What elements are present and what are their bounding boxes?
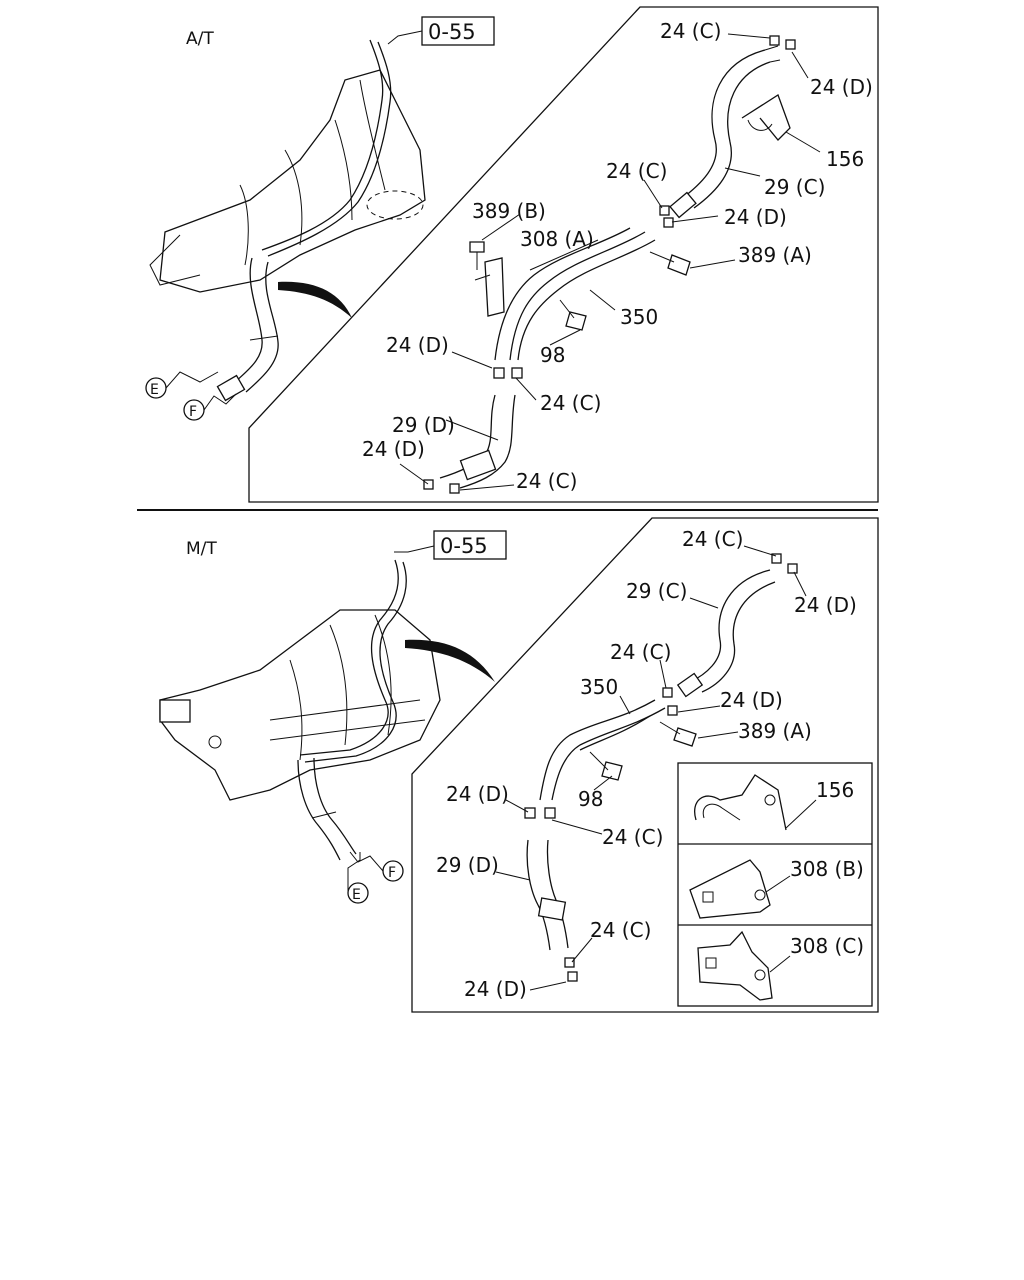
at-circle-e[interactable]: E: [145, 377, 167, 399]
mt-callout-leaders: [495, 545, 817, 991]
mt-circle-e[interactable]: E: [347, 882, 369, 904]
at-callout-leaders: [399, 33, 821, 491]
mt-callout-24d-mid: 24 (D): [720, 688, 783, 712]
at-circle-f[interactable]: F: [183, 399, 205, 421]
at-section: A/T 0-55: [145, 6, 879, 503]
mt-reference-label: 0-55: [440, 534, 488, 558]
mt-inset-frame: [411, 517, 879, 1013]
at-ref-leader: [387, 30, 423, 45]
at-hose-illustration: [216, 257, 279, 402]
at-callout-24d-top: 24 (D): [810, 75, 873, 99]
mt-callout-156: 156: [816, 778, 854, 802]
mt-callout-24c-mid: 24 (C): [610, 640, 671, 664]
mt-leader-e: [347, 852, 361, 893]
svg-text:E: E: [352, 887, 361, 903]
svg-text:F: F: [388, 865, 396, 881]
svg-text:F: F: [189, 404, 197, 420]
mt-callout-98: 98: [578, 787, 603, 811]
at-reference-label: 0-55: [428, 20, 476, 44]
at-transmission-illustration: [149, 39, 426, 293]
at-callout-24c-mid: 24 (C): [606, 159, 667, 183]
mt-zoom-arrow: [405, 639, 495, 682]
at-callout-24d-bot: 24 (D): [362, 437, 425, 461]
at-leader-f: [203, 393, 237, 411]
at-callout-24d-low: 24 (D): [386, 333, 449, 357]
mt-ref-leader: [394, 545, 435, 553]
mt-callouts: 24 (C) 29 (C) 24 (D) 24 (C) 350 24 (D) 3…: [436, 527, 864, 1001]
mt-callout-24c-top: 24 (C): [682, 527, 743, 551]
mt-hose-illustration: [297, 757, 357, 861]
mt-circle-f[interactable]: F: [382, 860, 404, 882]
at-callout-29d: 29 (D): [392, 413, 455, 437]
at-callout-389a: 389 (A): [738, 243, 812, 267]
mt-inset-parts: [524, 553, 798, 982]
mt-callout-24d-top: 24 (D): [794, 593, 857, 617]
mt-callout-24c-low: 24 (C): [602, 825, 663, 849]
at-leader-e: [165, 371, 219, 389]
mt-callout-24c-bot: 24 (C): [590, 918, 651, 942]
at-callouts: 24 (C) 24 (D) 156 24 (C) 29 (C) 24 (D) 3…: [362, 19, 873, 493]
mt-section: M/T 0-55 E: [159, 517, 879, 1013]
mt-callout-308c: 308 (C): [790, 934, 864, 958]
mt-bracket-detail-panel: [677, 762, 873, 1007]
svg-text:E: E: [150, 382, 159, 398]
at-callout-98: 98: [540, 343, 565, 367]
at-callout-24d-mid: 24 (D): [724, 205, 787, 229]
at-callout-24c-low: 24 (C): [540, 391, 601, 415]
mt-leader-f: [349, 851, 384, 872]
at-inset-frame: [248, 6, 879, 503]
mt-callout-350: 350: [580, 675, 618, 699]
mt-callout-308b: 308 (B): [790, 857, 864, 881]
at-callout-24c-top: 24 (C): [660, 19, 721, 43]
at-reference-box[interactable]: 0-55: [421, 16, 495, 46]
at-callout-156: 156: [826, 147, 864, 171]
mt-reference-box[interactable]: 0-55: [433, 530, 507, 560]
at-inset-parts: [423, 35, 796, 494]
mt-transmission-illustration: [159, 559, 441, 801]
at-callout-308a: 308 (A): [520, 227, 594, 251]
mt-callout-29d: 29 (D): [436, 853, 499, 877]
mt-callout-24d-low: 24 (D): [446, 782, 509, 806]
at-callout-24c-bot: 24 (C): [516, 469, 577, 493]
mt-callout-29c: 29 (C): [626, 579, 687, 603]
at-callout-29c: 29 (C): [764, 175, 825, 199]
mt-section-title: M/T: [186, 539, 217, 559]
mt-callout-24d-bot: 24 (D): [464, 977, 527, 1001]
at-section-title: A/T: [186, 29, 214, 49]
mt-callout-389a: 389 (A): [738, 719, 812, 743]
at-callout-389b: 389 (B): [472, 199, 546, 223]
at-callout-350: 350: [620, 305, 658, 329]
at-zoom-arrow: [278, 281, 352, 318]
